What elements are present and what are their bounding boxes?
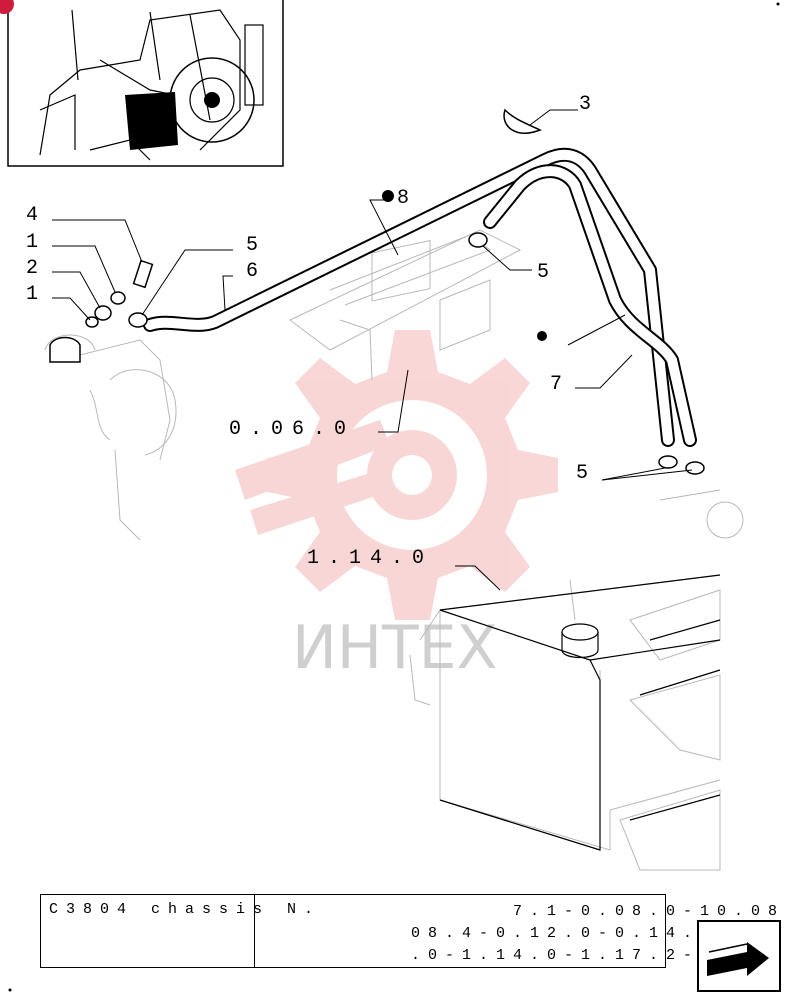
clamp-5c-icon bbox=[658, 455, 678, 469]
marker-7-icon bbox=[537, 331, 547, 341]
leader-lines bbox=[52, 109, 693, 591]
clamp-parts bbox=[49, 108, 705, 475]
corner-dot-icon bbox=[8, 988, 12, 992]
corner-badge-icon bbox=[0, 0, 14, 14]
callout-5b: 5 bbox=[537, 261, 549, 284]
title-block: C3804 chassis N. 7.1-0.08.0-10.08 08.4-0… bbox=[40, 894, 777, 968]
title-divider bbox=[254, 895, 255, 967]
tank-outline bbox=[439, 574, 721, 851]
arrow-right-icon bbox=[707, 942, 769, 976]
bolt-4-icon bbox=[132, 259, 154, 289]
clamp-5a-icon bbox=[128, 312, 148, 328]
washer-1b-icon bbox=[85, 316, 99, 328]
callout-5a: 5 bbox=[246, 234, 258, 257]
callout-1a: 1 bbox=[26, 231, 38, 254]
reference-line-3: .0-1.14.0-1.17.2-1.75. bbox=[410, 947, 785, 964]
clamp-5d-icon bbox=[685, 461, 705, 475]
ref-1-14-0: 1.14.0 bbox=[307, 547, 433, 570]
washer-1a-icon bbox=[110, 291, 126, 305]
clamp-5b-icon bbox=[468, 232, 488, 248]
next-page-button[interactable] bbox=[697, 920, 781, 992]
model-chassis-label: C3804 chassis N. bbox=[49, 901, 322, 918]
callout-3: 3 bbox=[579, 93, 591, 116]
callout-6: 6 bbox=[246, 260, 258, 283]
fitting-2-icon bbox=[94, 305, 112, 321]
callout-2: 2 bbox=[26, 257, 38, 280]
reference-codes: 7.1-0.08.0-10.08 08.4-0.12.0-0.14.0-0.1 … bbox=[385, 901, 785, 967]
callout-5c: 5 bbox=[576, 462, 588, 485]
corner-dot-icon bbox=[776, 2, 780, 6]
highlight-area-icon bbox=[125, 92, 178, 150]
marker-8-icon bbox=[382, 190, 394, 202]
reference-line-2: 08.4-0.12.0-0.14.0-0.1 bbox=[410, 925, 785, 942]
callout-1b: 1 bbox=[26, 283, 38, 306]
callout-4: 4 bbox=[26, 204, 38, 227]
inset-thumbnail bbox=[0, 0, 284, 167]
ref-0-06-0: 0.06.0 bbox=[229, 418, 355, 441]
reference-line-1: 7.1-0.08.0-10.08 bbox=[512, 903, 785, 920]
watermark-gear-icon bbox=[235, 330, 558, 620]
hose-6 bbox=[143, 147, 675, 447]
clamp-3-icon bbox=[503, 108, 542, 134]
callout-8: 8 bbox=[397, 187, 409, 210]
callout-7: 7 bbox=[550, 373, 562, 396]
hose-7 bbox=[483, 164, 697, 447]
watermark-text: ИНТЕХ bbox=[292, 613, 498, 683]
engine-port-icon bbox=[49, 336, 81, 363]
